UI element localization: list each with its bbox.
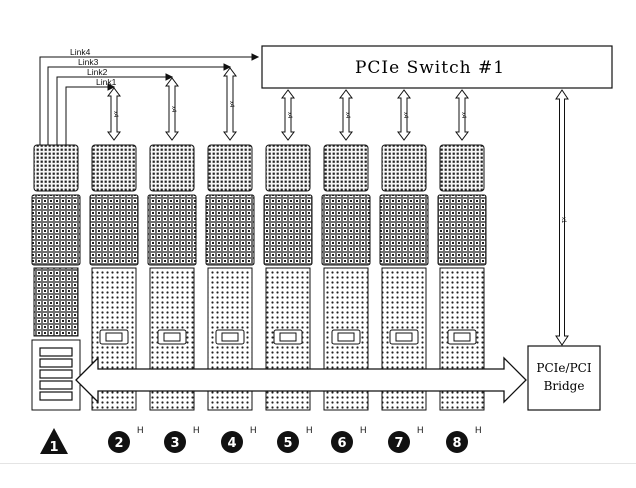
triangle-icon: [40, 428, 68, 454]
link-label: Link2: [87, 67, 108, 77]
pci-bus-arrow: [75, 356, 527, 404]
slot-marker-4: 4H: [221, 425, 257, 453]
slot-7-connector: x4: [379, 89, 429, 411]
slot-link-width: x4: [460, 112, 466, 119]
slot-number: 4: [227, 436, 236, 451]
slot-5-x4-arrow: x4: [281, 89, 295, 141]
link-line-3: Link3: [47, 57, 232, 145]
slot-8-x4-arrow: x4: [455, 89, 469, 141]
circle-icon: [277, 431, 299, 453]
slot-link-width: x4: [344, 112, 350, 119]
slot-suffix: H: [193, 425, 200, 435]
circle-icon: [446, 431, 468, 453]
slot-suffix: H: [137, 425, 144, 435]
slot-7-x4-arrow: x4: [397, 89, 411, 141]
slot-link-width: x4: [112, 111, 118, 118]
circle-icon: [388, 431, 410, 453]
slot-number: 3: [170, 436, 179, 451]
slot-link-width: x4: [228, 101, 234, 108]
slot-number: 6: [337, 436, 346, 451]
slot-4-x4-arrow: x4: [223, 67, 237, 141]
circle-icon: [221, 431, 243, 453]
slot-6-connector: x4: [321, 89, 371, 411]
pcie-switch: PCIe Switch #1: [261, 45, 613, 89]
slot-8-connector: x4: [437, 89, 487, 411]
slot-marker-6: 6H: [331, 425, 367, 453]
slot-3-connector: x4: [147, 77, 197, 411]
link-line-1: Link1: [65, 77, 117, 145]
slot-marker-1: 1: [40, 428, 68, 455]
switch-to-bridge-arrow: x1: [555, 89, 569, 346]
slot-1-connector: [31, 144, 81, 411]
link-label: Link1: [96, 77, 117, 87]
divider: [0, 463, 636, 464]
slot-link-width: x4: [402, 112, 408, 119]
slot-link-width: x4: [170, 106, 176, 113]
link-line-4: Link4: [39, 47, 260, 145]
slot-4-connector: x4: [205, 67, 255, 411]
slot-marker-2: 2H: [108, 425, 144, 453]
slot-number: 5: [283, 436, 292, 451]
slot-suffix: H: [306, 425, 313, 435]
slot-link-width: x4: [286, 112, 292, 119]
slot-marker-3: 3H: [164, 425, 200, 453]
slot-suffix: H: [475, 425, 482, 435]
slot-suffix: H: [250, 425, 257, 435]
circle-icon: [331, 431, 353, 453]
pci-bridge: PCIe/PCI Bridge: [527, 345, 601, 411]
slot-number: 8: [452, 436, 461, 451]
slot-number: 1: [49, 440, 58, 455]
slot-suffix: H: [360, 425, 367, 435]
slot-marker-8: 8H: [446, 425, 482, 453]
slot-5-connector: x4: [263, 89, 313, 411]
circle-icon: [108, 431, 130, 453]
slot-6-x4-arrow: x4: [339, 89, 353, 141]
slot-3-x4-arrow: x4: [165, 77, 179, 141]
link-label: Link4: [70, 47, 91, 57]
slot-number: 2: [114, 436, 123, 451]
pcie-switch-label: PCIe Switch #1: [355, 58, 505, 78]
bridge-link-width: x1: [560, 217, 566, 224]
slot-marker-5: 5H: [277, 425, 313, 453]
circle-icon: [164, 431, 186, 453]
slot-connectors: x4 x4 x4 x4 x4 x4 x4: [31, 67, 487, 411]
pci-bridge-label-line1: PCIe/PCI: [536, 361, 591, 375]
slot-2-x4-arrow: x4: [107, 87, 121, 141]
link-line-2: Link2: [56, 67, 174, 145]
slot-marker-7: 7H: [388, 425, 424, 453]
slot-number: 7: [394, 436, 403, 451]
pci-bridge-label-line2: Bridge: [544, 379, 585, 393]
link-label: Link3: [78, 57, 99, 67]
slot-suffix: H: [417, 425, 424, 435]
